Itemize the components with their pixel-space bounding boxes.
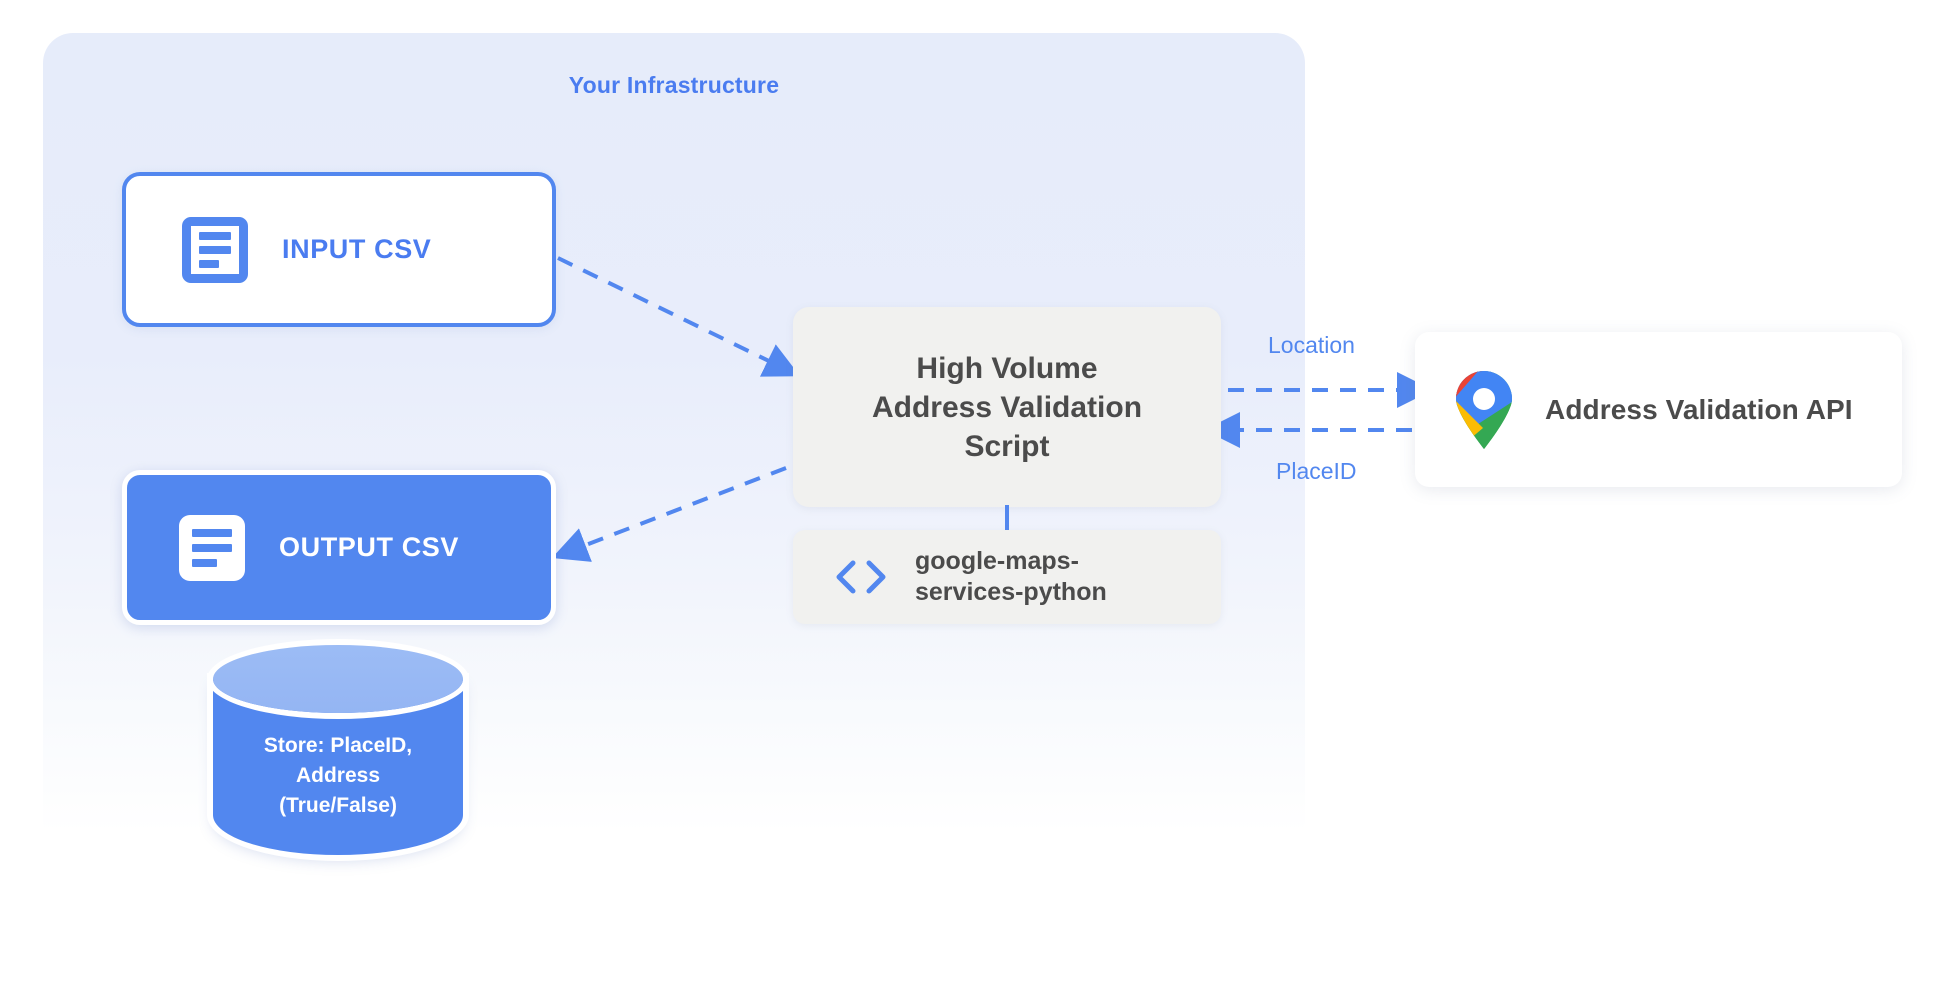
db-label-line-3: (True/False) — [279, 793, 397, 817]
document-icon — [179, 514, 245, 581]
node-client-library[interactable]: google-maps- services-python — [793, 530, 1221, 624]
library-label-line-1: google-maps- — [915, 546, 1079, 575]
node-address-validation-api-label: Address Validation API — [1545, 393, 1853, 425]
script-label-line-3: Script — [964, 429, 1050, 463]
node-output-csv[interactable]: OUTPUT CSV — [122, 470, 556, 625]
node-validation-script[interactable]: High Volume Address Validation Script — [793, 307, 1221, 507]
node-validation-script-label: High Volume Address Validation Script — [872, 349, 1142, 466]
library-label-line-2: services-python — [915, 578, 1107, 606]
node-input-csv[interactable]: INPUT CSV — [122, 172, 556, 327]
node-output-csv-label: OUTPUT CSV — [279, 532, 460, 562]
document-icon — [182, 216, 248, 283]
script-label-line-1: High Volume — [916, 351, 1098, 385]
node-address-validation-api[interactable]: Address Validation API — [1415, 332, 1902, 487]
db-label-line-2: Address — [295, 763, 381, 787]
edge-script-to-library — [1005, 505, 1009, 537]
google-maps-pin-icon — [1456, 370, 1512, 449]
edge-label-location: Location — [1268, 332, 1355, 358]
db-label-line-1: Store: PlaceID, — [263, 734, 413, 757]
node-database-label: Store: PlaceID, Address (True/False) — [213, 731, 463, 820]
script-label-line-2: Address Validation — [871, 390, 1143, 424]
node-client-library-label: google-maps- services-python — [915, 546, 1107, 609]
page-title: Your Infrastructure — [568, 72, 780, 98]
edge-label-placeid: PlaceID — [1276, 458, 1357, 484]
node-input-csv-label: INPUT CSV — [282, 234, 432, 264]
code-brackets-icon — [836, 560, 886, 594]
node-database[interactable]: Store: PlaceID, Address (True/False) — [213, 645, 463, 865]
cylinder-top — [213, 645, 463, 713]
